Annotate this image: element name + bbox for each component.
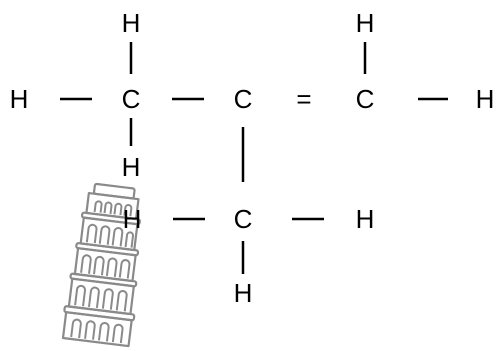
atom-h-lower-left: H <box>123 204 142 234</box>
atom-h-top-left: H <box>122 8 141 38</box>
atom-h-far-right: H <box>476 84 495 114</box>
atom-h-top-right: H <box>356 8 375 38</box>
atom-c-middle: C <box>234 84 253 114</box>
atom-h-far-left: H <box>10 84 29 114</box>
double-bond-symbol: = <box>296 84 311 114</box>
atom-c-lower: C <box>234 204 253 234</box>
leaning-tower-icon <box>61 182 141 348</box>
atom-h-below-left: H <box>122 152 141 182</box>
atom-c-right: C <box>356 84 375 114</box>
atom-h-bottom: H <box>234 278 253 308</box>
atom-h-lower-right: H <box>356 204 375 234</box>
atom-c-left: C <box>122 84 141 114</box>
